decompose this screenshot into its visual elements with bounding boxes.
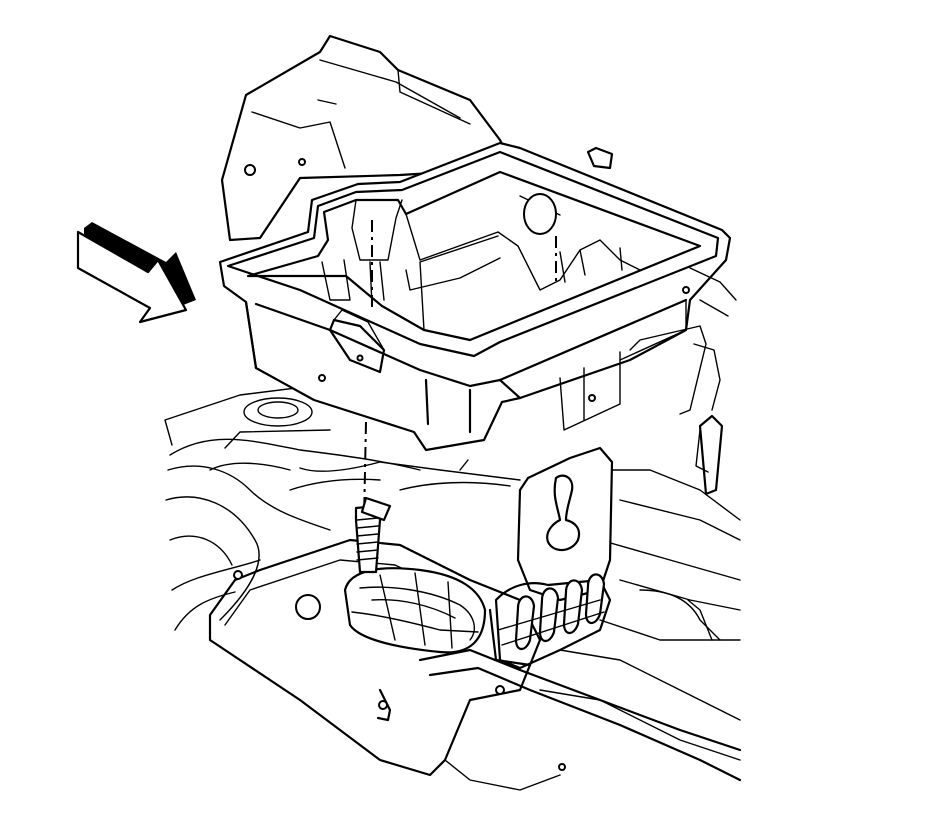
battery-tray (218, 141, 732, 452)
hold-down-bracket (488, 446, 614, 670)
side-support-brackets (559, 267, 737, 496)
direction-arrow-icon (76, 222, 196, 324)
rear-mounting-panel (220, 34, 614, 242)
battery-support-well (343, 567, 487, 654)
floor-panel (164, 379, 742, 791)
retaining-bolt (354, 421, 392, 574)
